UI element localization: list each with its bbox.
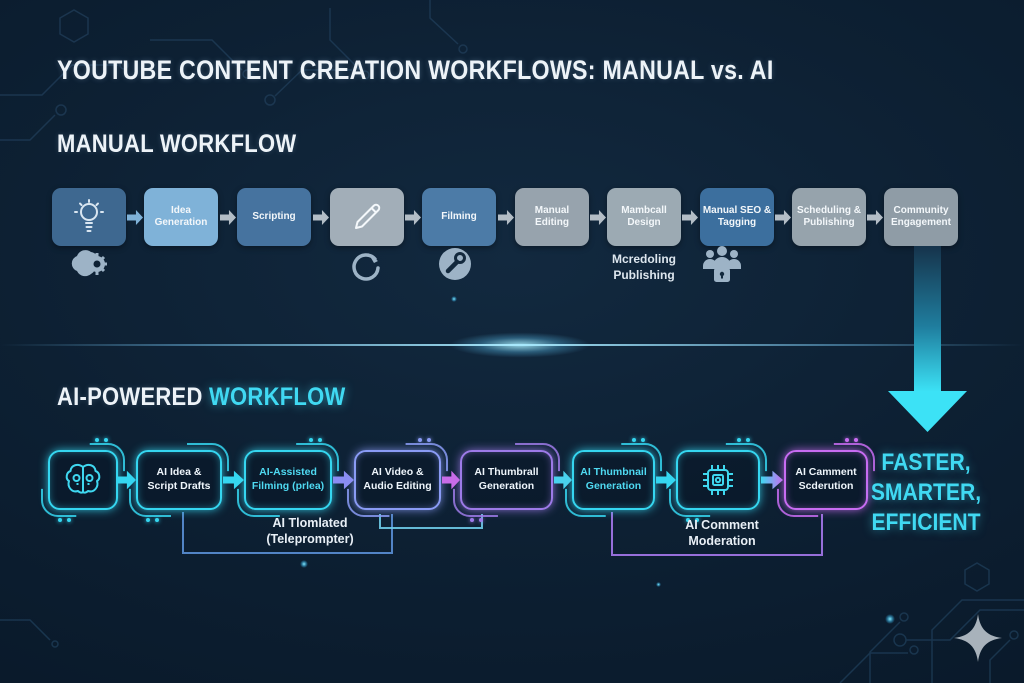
glow-dot [451, 296, 457, 302]
step-label: Manual SEO & Tagging [702, 204, 772, 229]
step-label: AI-Assisted Filming (prlea) [251, 466, 325, 492]
corner-dots [470, 518, 483, 522]
ai-step-assisted-filming: AI-Assisted Filming (prlea) [244, 438, 332, 510]
arrow-right-icon [656, 470, 676, 490]
manual-step-note: Mcredoling Publishing [611, 252, 676, 282]
arrow-right-icon [313, 210, 329, 225]
ai-step-thumbnail-generation-1: AI Thumbrall Generation [460, 450, 553, 522]
manual-step-writing-icon [330, 188, 404, 246]
ai-note-comment-moderation: AI Comment Moderation [685, 518, 759, 549]
pencil-icon [355, 203, 381, 229]
ai-step-idea-script-drafts: AI Idea & Script Drafts [136, 450, 222, 522]
page-title: YOUTUBE CONTENT CREATION WORKFLOWS: MANU… [57, 55, 774, 85]
result-text: FASTER, SMARTER, EFFICIENT [862, 448, 990, 538]
manual-step-idea-generation: Idea Generation [144, 188, 218, 246]
step-label: AI Thumbrall Generation [474, 466, 539, 492]
arrow-right-icon [117, 470, 136, 490]
arrow-right-icon [442, 470, 460, 490]
result-line: FASTER, [881, 449, 971, 476]
arrow-right-icon [682, 210, 698, 225]
glow-dot [885, 614, 895, 624]
arrow-right-icon [775, 210, 791, 225]
step-label: Idea Generation [154, 204, 208, 229]
step-label: AI Camment Scderution [795, 466, 857, 492]
wrench-icon [437, 246, 473, 287]
glow-dot [300, 560, 308, 568]
step-label: Mambcall Design [621, 204, 667, 229]
brain-icon [65, 463, 101, 494]
corner-dots [418, 438, 431, 442]
step-label: Community Engagement [890, 204, 951, 229]
manual-workflow-heading: MANUAL WORKFLOW [57, 130, 297, 158]
chip-icon [703, 465, 733, 495]
manual-step-idea-icon [52, 188, 126, 246]
arrow-right-icon [333, 470, 354, 490]
arrow-right-icon [127, 210, 143, 225]
arrow-right-icon [761, 470, 783, 490]
glow-dot [656, 582, 661, 587]
result-line: EFFICIENT [871, 509, 981, 536]
step-label: AI Thumbnail Generation [580, 466, 647, 492]
refresh-icon [348, 249, 382, 288]
section-divider [0, 344, 1024, 346]
corner-dots [845, 438, 858, 442]
step-label: AI Video & Audio Editing [363, 466, 432, 492]
result-arrow-shaft [914, 246, 941, 392]
result-arrow-head [888, 391, 967, 432]
lightbulb-icon [74, 199, 104, 232]
corner-dots [146, 518, 159, 522]
manual-step-seo-tagging: Manual SEO & Tagging [700, 188, 774, 246]
manual-step-filming: Filming [422, 188, 496, 246]
corner-dots [632, 438, 645, 442]
sparkle-icon [954, 614, 1002, 662]
manual-step-scheduling-publishing: Scheduling & Publishing [792, 188, 866, 246]
arrow-right-icon [590, 210, 606, 225]
arrow-right-icon [223, 470, 244, 490]
ai-heading-accent: WORKFLOW [209, 383, 346, 411]
manual-step-community-engagement: Community Engagement [884, 188, 958, 246]
corner-dots [737, 438, 750, 442]
manual-step-thumbnail-design: Mambcall Design [607, 188, 681, 246]
manual-step-manual-editing: Manual Editing [515, 188, 589, 246]
people-lock-icon [700, 246, 744, 291]
corner-dots [58, 518, 71, 522]
ai-workflow-heading: AI-POWERED WORKFLOW [57, 383, 346, 412]
arrow-right-icon [867, 210, 883, 225]
corner-dots [309, 438, 322, 442]
ai-step-thumbnail-generation-2: AI Thumbnail Generation [572, 438, 655, 510]
ai-heading-primary: AI-POWERED [57, 383, 203, 411]
arrow-right-icon [220, 210, 236, 225]
arrow-right-icon [405, 210, 421, 225]
brain-gear-icon [68, 246, 112, 289]
ai-step-comment-moderation: AI Camment Scderution [784, 438, 868, 510]
ai-step-chip-icon-box [676, 438, 760, 522]
ai-note-teleprompter: AI Tlomlated (Teleprompter) [266, 516, 354, 547]
step-label: Manual Editing [534, 204, 570, 229]
result-line: SMARTER, [870, 479, 982, 506]
ai-step-video-audio-editing: AI Video & Audio Editing [354, 438, 441, 510]
step-label: Filming [441, 210, 477, 222]
step-label: Scheduling & Publishing [797, 204, 861, 229]
arrow-right-icon [498, 210, 514, 225]
corner-dots [686, 518, 699, 522]
corner-dots [95, 438, 108, 442]
manual-step-scripting: Scripting [237, 188, 311, 246]
step-label: Scripting [252, 210, 296, 222]
arrow-right-icon [554, 470, 572, 490]
step-label: AI Idea & Script Drafts [147, 466, 211, 492]
ai-step-brain-icon-box [48, 438, 118, 522]
